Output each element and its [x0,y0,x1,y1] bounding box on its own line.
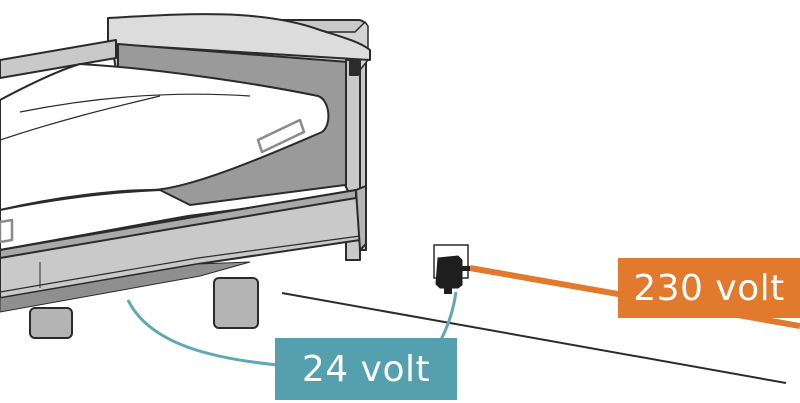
bed-underside [0,261,251,313]
low-voltage-box [275,338,457,400]
hospital-bed-icon [0,13,371,339]
mains-voltage-box [618,258,800,318]
floor-line [281,292,787,384]
power-adapter-icon [433,244,470,294]
mains-voltage-label: 230 volt [633,267,785,309]
low-voltage-label: 24 volt [301,348,431,390]
